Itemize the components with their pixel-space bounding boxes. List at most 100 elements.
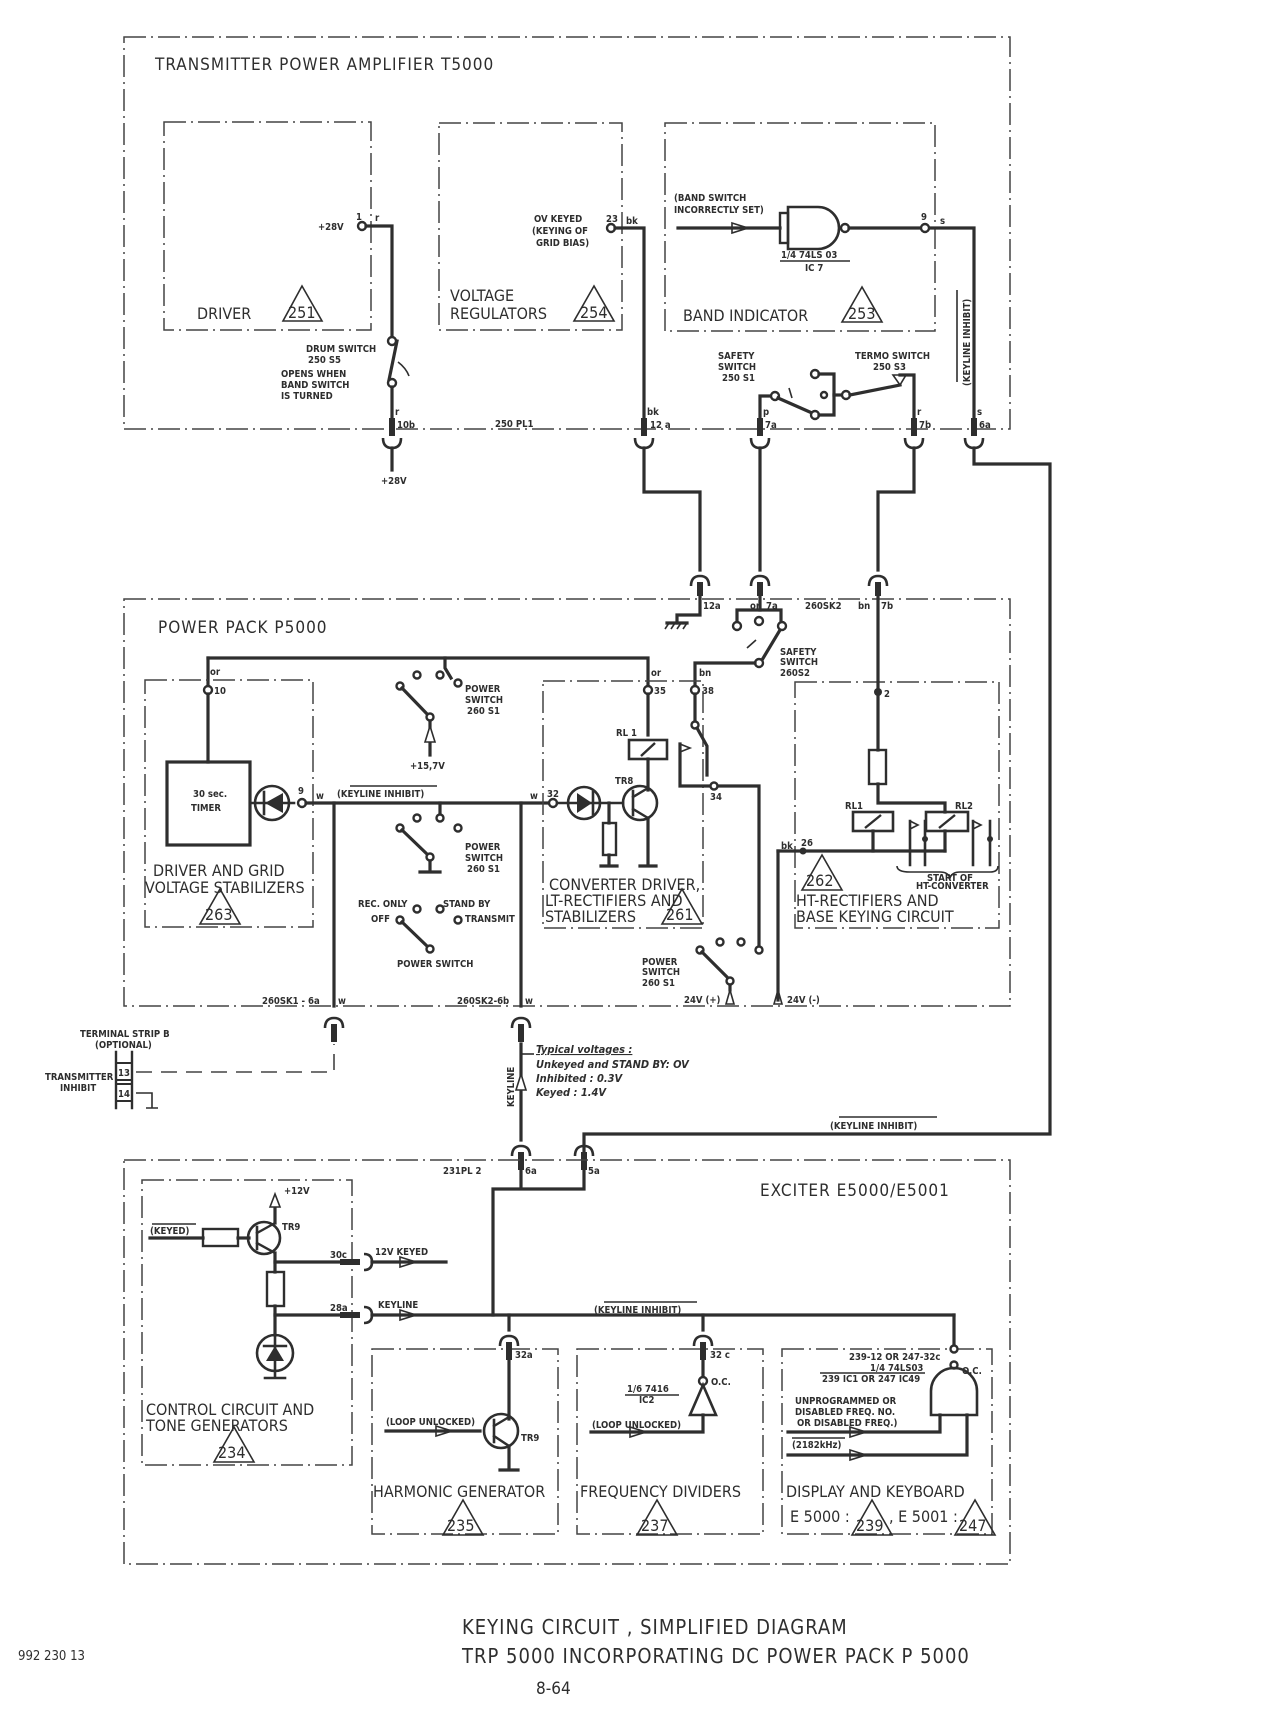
tx-pin: 7a [765, 420, 777, 431]
keyline-inhibit-label-tx: (KEYLINE INHIBIT) [962, 299, 973, 386]
converter-pin: 38 [702, 686, 714, 697]
mode-position: STAND BY [443, 899, 491, 910]
resistor-icon [601, 821, 618, 857]
ht-label-2: BASE KEYING CIRCUIT [796, 907, 954, 926]
svg-text:260 S1: 260 S1 [467, 706, 500, 717]
mode-switch-name: POWER SWITCH [397, 959, 473, 970]
band-indicator-ref-triangle: 253 [840, 285, 884, 323]
relay-rl2-ht-icon [924, 810, 970, 833]
relay-rl1-label: RL 1 [616, 728, 637, 739]
pp-pin: 7b [881, 601, 893, 612]
svg-text:SWITCH: SWITCH [718, 362, 756, 373]
driver-wire: r [375, 213, 380, 224]
mode-position: OFF [371, 914, 390, 925]
inverter-gate-icon [688, 1381, 718, 1417]
svg-text:SWITCH: SWITCH [465, 853, 503, 864]
control-label-2: TONE GENERATORS [145, 1416, 288, 1435]
relay-rl1-ht-icon [851, 810, 895, 833]
control-ref-triangle: 234 [212, 1425, 256, 1463]
dividers-pin: 32 c [710, 1350, 730, 1361]
converter-ref-triangle: 261 [660, 887, 704, 925]
terminal-strip-title: TERMINAL STRIP B [80, 1029, 170, 1040]
drum-switch-note: OPENS WHEN [281, 369, 346, 380]
band-indicator-wire: s [940, 216, 945, 227]
svg-text:260S2: 260S2 [780, 668, 810, 679]
tx-pin: 6a [979, 420, 991, 431]
signal-arrow-icon [399, 1308, 419, 1322]
signal-arrow-icon [731, 221, 751, 235]
document-code: 992 230 13 [18, 1649, 85, 1664]
converter-block [542, 680, 704, 929]
pp-pin: 7a [766, 601, 778, 612]
driver-grid-label-2: VOLTAGE STABILIZERS [145, 878, 305, 897]
svg-text:or: or [750, 601, 761, 612]
terminal-14: 14 [118, 1089, 130, 1100]
interconnect-wires [582, 446, 1052, 1157]
pp-connector-top: 260SK2 [805, 601, 842, 612]
voltage-entry: Unkeyed and STAND BY: OV [536, 1058, 690, 1071]
mode-switch-blade [399, 919, 431, 950]
power-switch-c-name: POWER [642, 957, 678, 968]
display-e5000: E 5000 : [790, 1507, 850, 1526]
driver-grid-ref-triangle: 263 [198, 887, 242, 925]
svg-text:r: r [917, 407, 922, 418]
harmonic-label: HARMONIC GENERATOR [373, 1482, 545, 1501]
page-number: 8-64 [536, 1679, 571, 1699]
and-gate-icon [929, 1366, 979, 1417]
supply-24v-plus: 24V (+) [684, 995, 721, 1006]
converter-pin: 35 [654, 686, 666, 697]
svg-text:or: or [651, 668, 662, 679]
supply-arrow-icon [423, 723, 437, 743]
signal-arrow-icon [514, 1071, 528, 1091]
out-12v-keyed: 12V KEYED [375, 1247, 428, 1258]
svg-text:SWITCH: SWITCH [780, 657, 818, 668]
svg-text:TIMER: TIMER [191, 803, 221, 814]
power-switch-c-blade [699, 949, 731, 981]
regulators-label-2: REGULATORS [450, 304, 547, 323]
pp-pin: 12a [703, 601, 721, 612]
svg-text:HT-CONVERTER: HT-CONVERTER [916, 881, 989, 892]
drum-switch-blade [387, 339, 399, 382]
display-ic: 1/4 74LS03 [870, 1363, 923, 1374]
timer-label: 30 sec. [193, 789, 227, 800]
svg-text:234: 234 [218, 1443, 245, 1462]
exciter-pin: 6a [525, 1166, 537, 1177]
svg-text:(OPTIONAL): (OPTIONAL) [95, 1040, 152, 1051]
svg-text:bn: bn [699, 668, 711, 679]
converter-pin: 34 [710, 792, 722, 803]
svg-text:261: 261 [666, 905, 693, 924]
supply-15v: +15,7V [410, 761, 445, 772]
regulators-ref-triangle: 254 [572, 284, 616, 322]
pp-sk1: 260SK1 - 6a [262, 996, 320, 1007]
svg-text:235: 235 [447, 1516, 474, 1535]
svg-text:OR DISABLED FREQ.): OR DISABLED FREQ.) [797, 1418, 898, 1429]
diagram-title-2: TRP 5000 INCORPORATING DC POWER PACK P 5… [461, 1644, 970, 1668]
tx-plugs [381, 418, 985, 450]
svg-text:237: 237 [641, 1516, 668, 1535]
display-ref-triangle-239: 239 [850, 1498, 894, 1536]
signal-arrow-icon [629, 1425, 649, 1439]
out-keyline: KEYLINE [378, 1300, 418, 1311]
display-input-1: UNPROGRAMMED OR [795, 1396, 897, 1407]
regulators-wire: bk [626, 216, 638, 227]
transistor-tr9-hg-label: TR9 [521, 1433, 539, 1444]
ht-label-1: HT-RECTIFIERS AND [796, 891, 939, 910]
svg-text:IC2: IC2 [639, 1395, 654, 1406]
tx-connector: 250 PL1 [495, 419, 534, 430]
display-e5001: , E 5001 : [889, 1507, 958, 1526]
ht-ref-triangle: 262 [800, 853, 844, 891]
harmonic-ref-triangle: 235 [441, 1498, 485, 1536]
svg-text:s: s [977, 407, 982, 418]
converter-label-3: STABILIZERS [545, 907, 636, 926]
dividers-label: FREQUENCY DIVIDERS [580, 1482, 741, 1501]
svg-text:or: or [210, 667, 221, 678]
transmitter-title: TRANSMITTER POWER AMPLIFIER T5000 [154, 55, 494, 75]
dividers-block [576, 1348, 764, 1535]
diagram-title-1: KEYING CIRCUIT , SIMPLIFIED DIAGRAM [462, 1615, 848, 1639]
transmitter-section: TRANSMITTER POWER AMPLIFIER T5000 DRIVER… [123, 36, 1011, 487]
control-block [141, 1179, 353, 1466]
ground-icon [664, 621, 689, 630]
tx-pin: 12 a [650, 420, 671, 431]
driver-grid-pin: 10 [214, 686, 226, 697]
